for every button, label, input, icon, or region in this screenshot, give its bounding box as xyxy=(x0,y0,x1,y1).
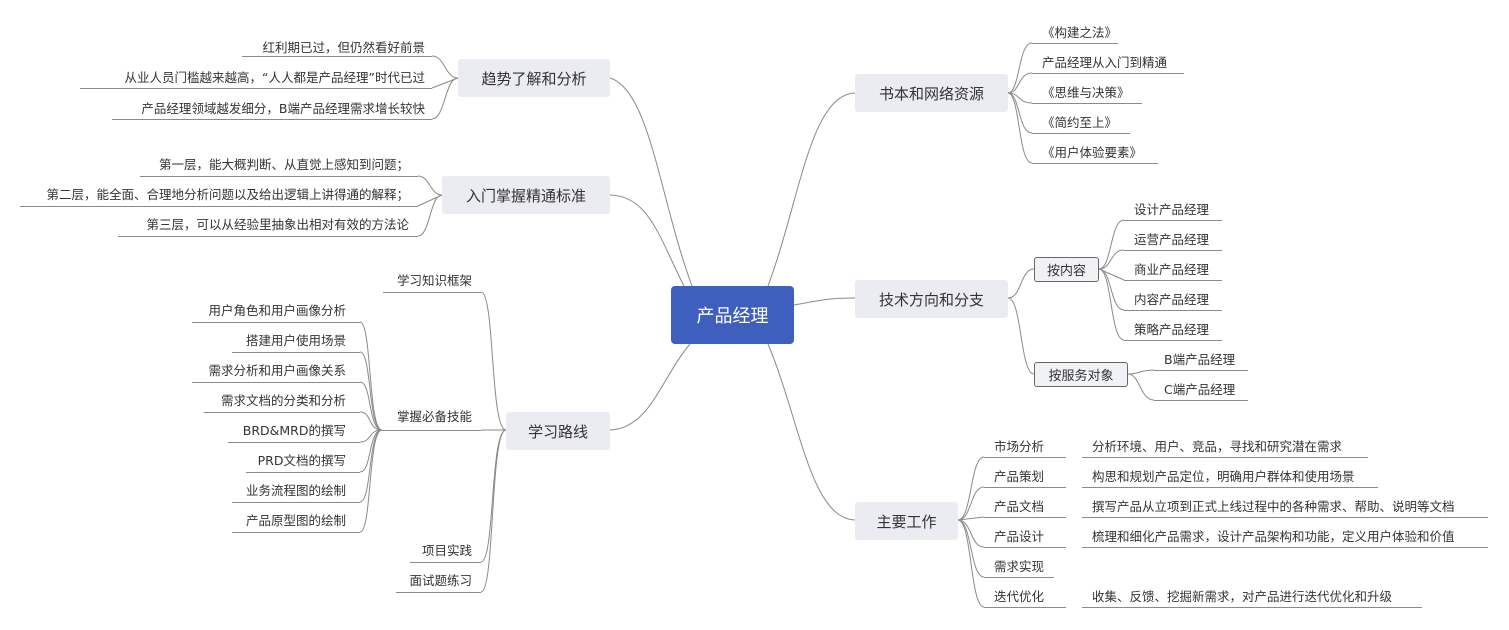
work-desc-2[interactable]: 构思和规划产品定位，明确用户群体和使用场景 xyxy=(1092,469,1355,484)
link-root-books xyxy=(767,92,856,287)
service-item-1[interactable]: B端产品经理 xyxy=(1164,352,1236,367)
content-item-1[interactable]: 设计产品经理 xyxy=(1134,202,1210,217)
skill-item-4[interactable]: 需求文档的分类和分析 xyxy=(220,393,346,408)
topic-main-work[interactable]: 主要工作 xyxy=(855,502,958,540)
work-name-3[interactable]: 产品文档 xyxy=(994,499,1045,514)
tech-by-content[interactable]: 按内容 xyxy=(1034,257,1099,282)
work-name-4[interactable]: 产品设计 xyxy=(994,529,1045,544)
skill-item-7[interactable]: 业务流程图的绘制 xyxy=(245,483,346,498)
work-name-2[interactable]: 产品策划 xyxy=(994,469,1045,484)
content-item-4[interactable]: 内容产品经理 xyxy=(1134,292,1210,307)
content-item-3[interactable]: 商业产品经理 xyxy=(1134,262,1210,277)
work-name-5[interactable]: 需求实现 xyxy=(994,559,1045,574)
topic-learning-path[interactable]: 学习路线 xyxy=(506,412,610,450)
tech-by-service[interactable]: 按服务对象 xyxy=(1034,362,1128,387)
work-desc-3[interactable]: 撰写产品从立项到正式上线过程中的各种需求、帮助、说明等文档 xyxy=(1092,499,1455,514)
skill-item-8[interactable]: 产品原型图的绘制 xyxy=(245,513,346,528)
skill-item-6[interactable]: PRD文档的撰写 xyxy=(257,453,346,468)
root-topic[interactable]: 产品经理 xyxy=(671,286,794,344)
content-item-5[interactable]: 策略产品经理 xyxy=(1134,322,1210,337)
skill-item-5[interactable]: BRD&MRD的撰写 xyxy=(242,423,346,438)
skill-item-2[interactable]: 搭建用户使用场景 xyxy=(245,333,346,348)
topic-trend[interactable]: 趋势了解和分析 xyxy=(458,59,610,97)
standard-item-3[interactable]: 第三层，可以从经验里抽象出相对有效的方法论 xyxy=(146,217,409,232)
link-root-path xyxy=(609,343,691,431)
topic-books[interactable]: 书本和网络资源 xyxy=(855,74,1008,112)
work-name-6[interactable]: 迭代优化 xyxy=(994,589,1045,604)
trend-item-2[interactable]: 从业人员门槛越来越高，“人人都是产品经理”时代已过 xyxy=(124,70,425,85)
content-item-2[interactable]: 运营产品经理 xyxy=(1134,232,1210,247)
link-root-standard xyxy=(609,194,687,291)
link-root-trend xyxy=(609,77,693,287)
book-item-1[interactable]: 《构建之法》 xyxy=(1042,25,1118,40)
book-item-4[interactable]: 《简约至上》 xyxy=(1042,115,1118,130)
path-interview[interactable]: 面试题练习 xyxy=(409,573,472,588)
trend-item-1[interactable]: 红利期已过，但仍然看好前景 xyxy=(262,40,425,55)
path-framework[interactable]: 学习知识框架 xyxy=(396,273,472,288)
standard-item-2[interactable]: 第二层，能全面、合理地分析问题以及给出逻辑上讲得通的解释； xyxy=(46,187,409,202)
work-desc-1[interactable]: 分析环境、用户、竞品，寻找和研究潜在需求 xyxy=(1092,439,1343,454)
skill-item-3[interactable]: 需求分析和用户画像关系 xyxy=(208,363,346,378)
skill-item-1[interactable]: 用户角色和用户画像分析 xyxy=(208,303,346,318)
service-item-2[interactable]: C端产品经理 xyxy=(1164,382,1236,397)
work-desc-4[interactable]: 梳理和细化产品需求，设计产品架构和功能，定义用户体验和价值 xyxy=(1092,529,1455,544)
book-item-2[interactable]: 产品经理从入门到精通 xyxy=(1042,55,1168,70)
book-item-5[interactable]: 《用户体验要素》 xyxy=(1042,145,1143,160)
topic-standard[interactable]: 入门掌握精通标准 xyxy=(442,176,610,214)
link-root-tech xyxy=(793,297,856,306)
path-practice[interactable]: 项目实践 xyxy=(421,543,472,558)
path-skills[interactable]: 掌握必备技能 xyxy=(396,409,472,424)
book-item-3[interactable]: 《思维与决策》 xyxy=(1042,85,1130,100)
topic-tech-direction[interactable]: 技术方向和分支 xyxy=(855,280,1008,318)
standard-item-1[interactable]: 第一层，能大概判断、从直觉上感知到问题； xyxy=(158,157,409,172)
work-desc-6[interactable]: 收集、反馈、挖掘新需求，对产品进行迭代优化和升级 xyxy=(1092,589,1393,604)
work-name-1[interactable]: 市场分析 xyxy=(994,439,1045,454)
trend-item-3[interactable]: 产品经理领域越发细分，B端产品经理需求增长较快 xyxy=(141,101,425,116)
link-root-work xyxy=(767,343,856,521)
